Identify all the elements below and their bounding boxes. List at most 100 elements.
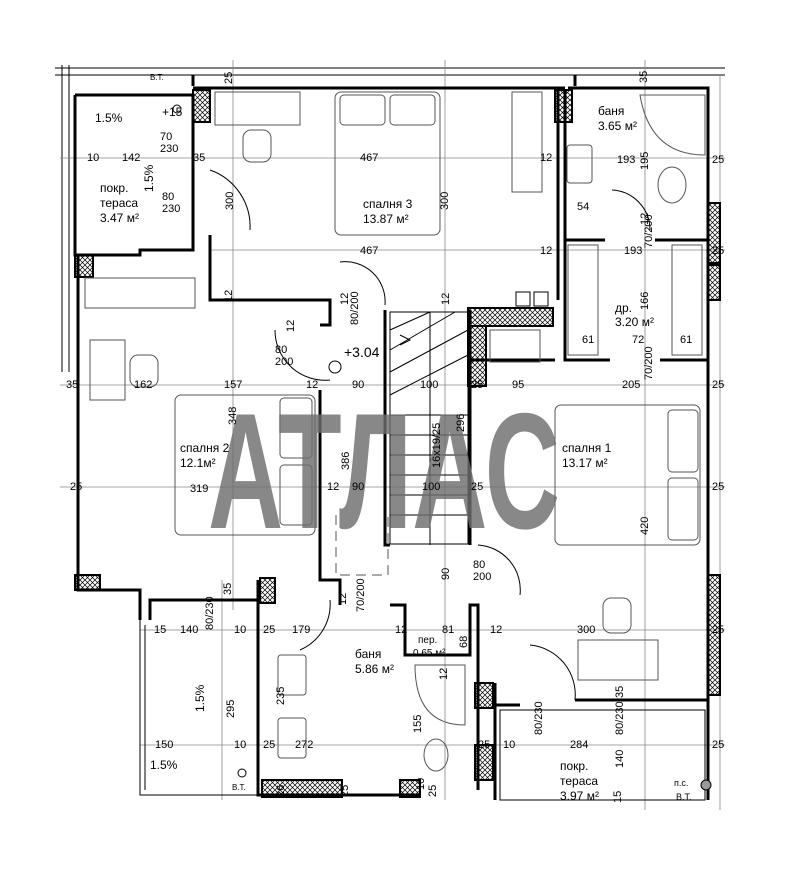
room-area: 0.65 м² xyxy=(413,648,446,659)
dimension-label: 162 xyxy=(134,379,152,391)
walls xyxy=(73,75,710,801)
dimension-label: 25 xyxy=(712,379,724,391)
dimension-label: 348 xyxy=(227,407,239,425)
dimension-label: 81 xyxy=(442,624,454,636)
dimension-label: 80/200 xyxy=(349,291,361,325)
chair-icon xyxy=(129,354,159,388)
dimension-label: 195 xyxy=(639,152,651,170)
room-name: спалня 3 xyxy=(363,197,413,211)
room-area: 12.1м² xyxy=(180,456,216,470)
chair-icon xyxy=(242,129,272,163)
room-labels: спалня 3 13.87 м² спалня 2 12.1м² спалня… xyxy=(100,104,654,803)
dimension-label: 12 xyxy=(395,624,407,636)
staircase xyxy=(389,311,469,545)
dimension-label: 68 xyxy=(458,636,470,648)
room-area: 13.17 м² xyxy=(562,456,608,470)
furniture xyxy=(84,91,706,772)
dimension-label: 142 xyxy=(122,152,140,164)
room-area: 5.86 м² xyxy=(355,662,394,676)
dimension-label: 25 xyxy=(263,624,275,636)
dimension-label: 61 xyxy=(680,334,692,346)
dimension-label: 25 xyxy=(478,739,490,751)
dimension-label: 80/230 xyxy=(204,596,216,630)
dimension-label: 90 xyxy=(440,568,452,580)
dimension-label: 25 xyxy=(712,245,724,257)
dimension-label: 26 xyxy=(275,785,287,797)
ps-label: п.с. xyxy=(674,778,688,788)
shower-icon xyxy=(639,94,706,156)
dimension-label: 35 xyxy=(638,71,650,83)
dimension-label: 12 xyxy=(490,624,502,636)
dimension-label: 200 xyxy=(473,571,491,583)
dimension-label: 150 xyxy=(155,739,173,751)
dimension-label: 284 xyxy=(570,739,588,751)
dimension-label: 35 xyxy=(193,152,205,164)
dimension-label: 12 xyxy=(440,293,452,305)
doors xyxy=(172,104,712,791)
dimension-label: 193 xyxy=(624,245,642,257)
dimension-label: 230 xyxy=(160,143,178,155)
dimension-label: 25 xyxy=(223,72,235,84)
bed-icon xyxy=(554,404,701,546)
dimension-label: 140 xyxy=(614,750,626,768)
dimension-label: 12 xyxy=(540,152,552,164)
room-name: спалня 2 xyxy=(180,441,230,455)
dimension-label: 296 xyxy=(455,414,467,432)
slope-label: 1.5% xyxy=(95,111,123,125)
dimension-label: 10 xyxy=(87,152,99,164)
drain-icon xyxy=(237,768,247,778)
dimension-label: 90 xyxy=(352,481,364,493)
level-mark: +3.04 xyxy=(344,344,380,360)
level-marker-icon xyxy=(328,360,342,374)
dimension-label: 166 xyxy=(639,292,651,310)
dimension-label: 12 xyxy=(337,593,349,605)
dimension-label: 235 xyxy=(275,687,287,705)
drain-icon xyxy=(700,779,712,791)
dimension-label: 155 xyxy=(412,715,424,733)
dimension-label: 193 xyxy=(617,154,635,166)
dimension-label: 100 xyxy=(422,481,440,493)
slope-label: 1.5% xyxy=(142,164,156,192)
room-area: 3.65 м² xyxy=(598,119,637,133)
dimension-label: 15 xyxy=(612,791,624,803)
room-name: тераса xyxy=(100,196,138,210)
dimension-label: 35 xyxy=(66,379,78,391)
dimension-label: 80 xyxy=(473,559,485,571)
dimension-label: 200 xyxy=(275,356,293,368)
columns xyxy=(74,89,721,798)
chair-icon xyxy=(602,597,632,634)
toilet-icon xyxy=(423,738,449,772)
room-name: баня xyxy=(598,104,624,118)
dimension-label: 70 xyxy=(160,131,172,143)
dimension-label: 12 xyxy=(438,668,450,680)
drain-icon xyxy=(172,104,182,114)
dimension-label: 54 xyxy=(577,201,589,213)
room-name: тераса xyxy=(560,774,598,788)
drain-label: В.Т. xyxy=(676,792,692,802)
dimension-label: 70/200 xyxy=(355,578,367,612)
dimension-label: 179 xyxy=(292,624,310,636)
room-area: 13.87 м² xyxy=(363,212,409,226)
dimension-label: 25 xyxy=(712,739,724,751)
dimension-label: 25 xyxy=(712,154,724,166)
slope-label: 1.5% xyxy=(193,684,207,712)
dimension-label: 12 xyxy=(223,290,235,302)
dimension-label: 70/200 xyxy=(643,346,655,380)
dimension-label: 12 xyxy=(306,379,318,391)
dimension-label: 12 xyxy=(639,213,651,225)
dimension-label: 61 xyxy=(582,334,594,346)
dimension-label: 12 xyxy=(327,481,339,493)
dimension-label: 12 xyxy=(540,245,552,257)
dimension-label: 35 xyxy=(614,686,626,698)
dimension-label: 72 xyxy=(632,334,644,346)
dimension-label: 205 xyxy=(622,379,640,391)
dimension-label: 25 xyxy=(712,624,724,636)
room-name: покр. xyxy=(560,759,588,773)
slope-label: 1.5% xyxy=(150,758,178,772)
dimension-label: 300 xyxy=(224,192,236,210)
dimension-label: 295 xyxy=(225,700,237,718)
dimension-label: 95 xyxy=(512,379,524,391)
dimension-label: 10 xyxy=(234,624,246,636)
dimension-label: 25 xyxy=(339,785,351,797)
room-area: 3.20 м² xyxy=(615,315,654,329)
